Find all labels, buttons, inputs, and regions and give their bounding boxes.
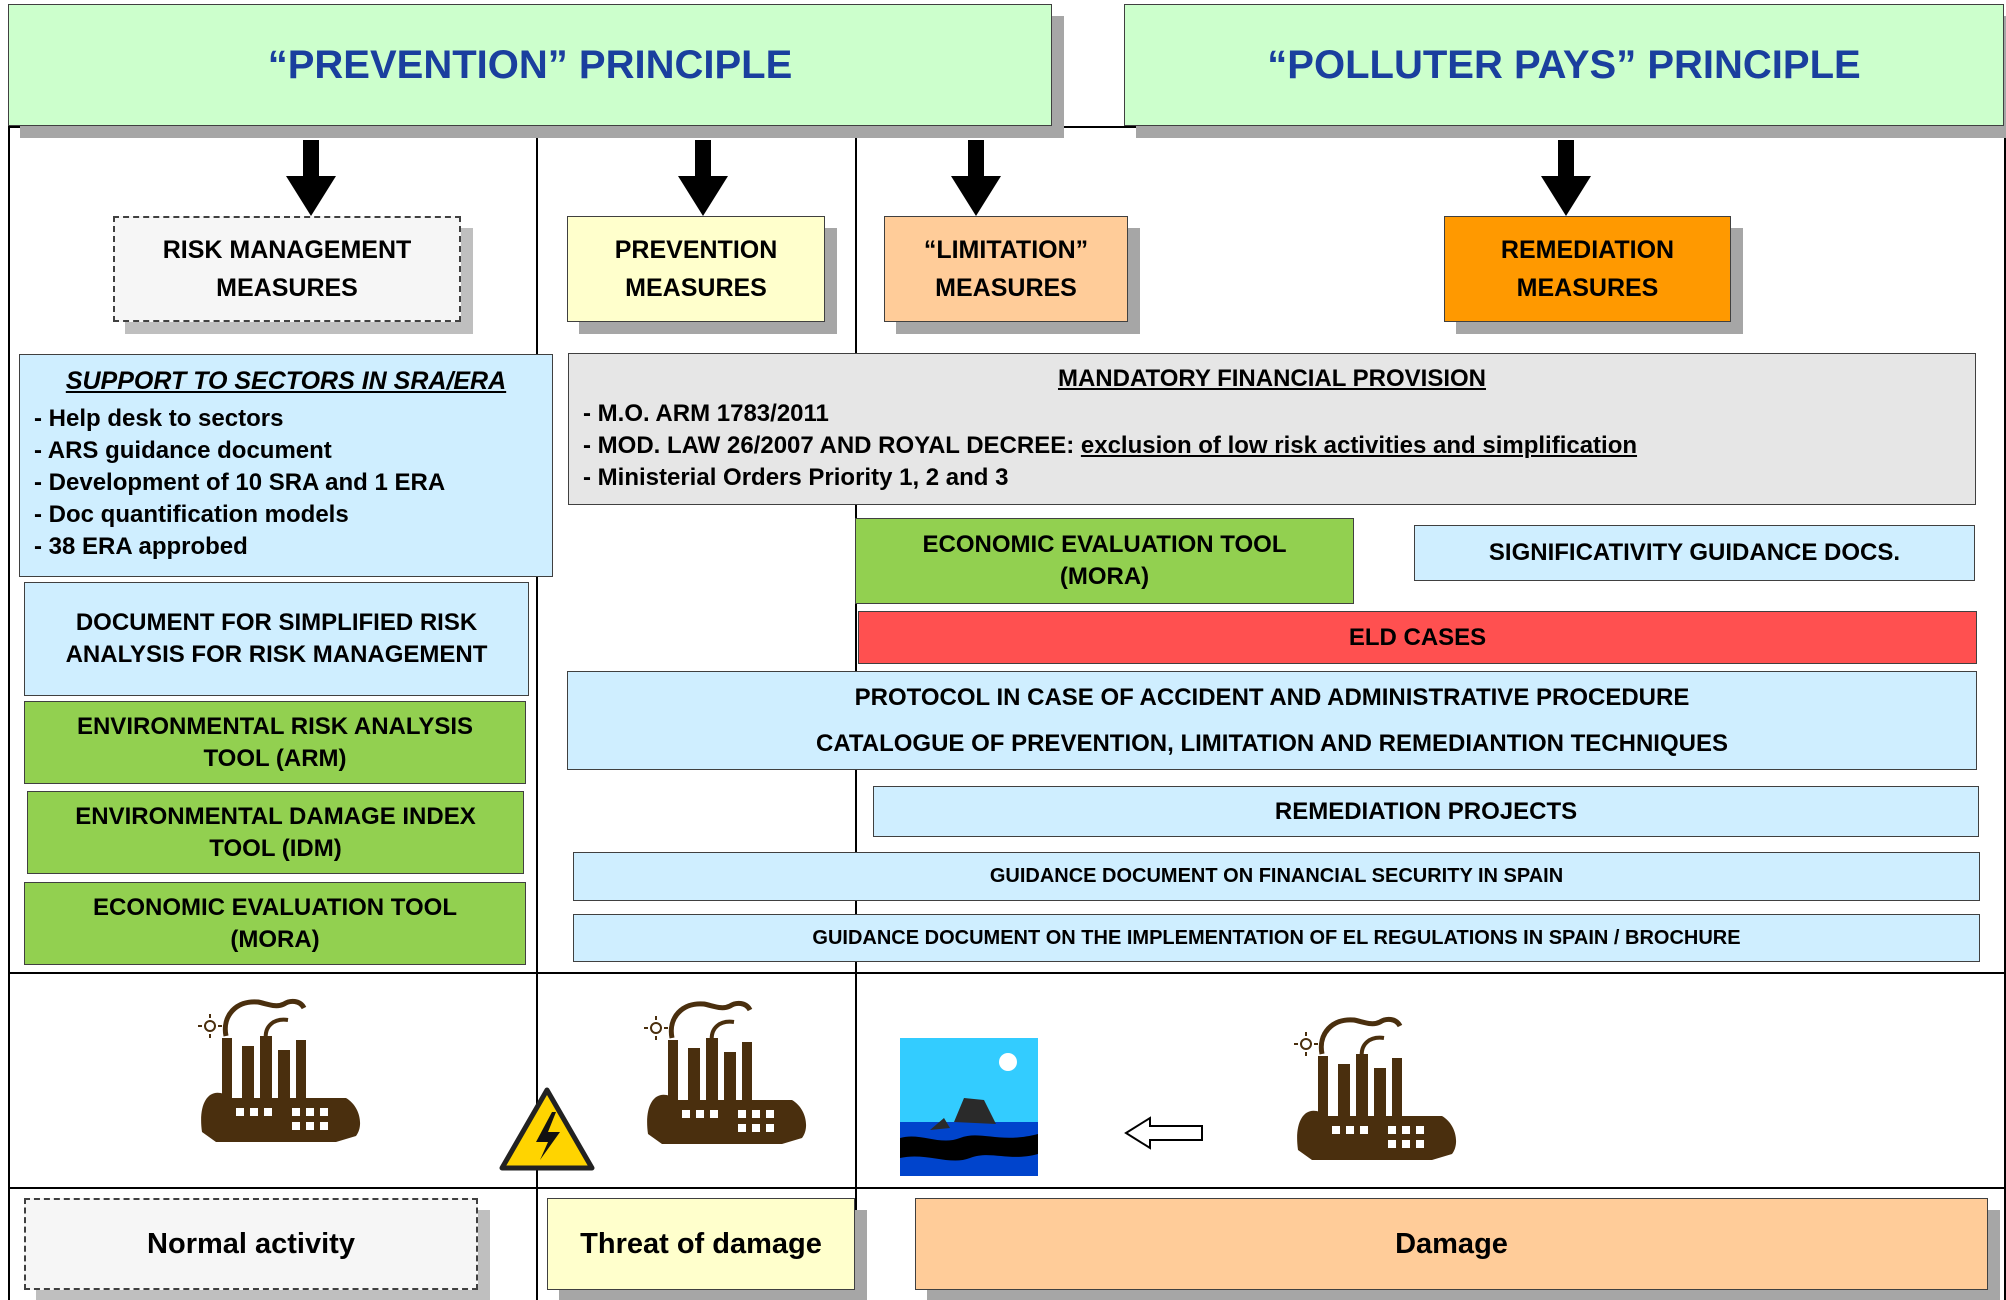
guidance-el-regulations-label: GUIDANCE DOCUMENT ON THE IMPLEMENTATION … xyxy=(812,926,1741,949)
damage-box: Damage xyxy=(915,1198,1988,1290)
left-arrow-icon xyxy=(1124,1116,1203,1150)
eld-cases-box: ELD CASES xyxy=(858,611,1977,664)
remediation-measures-label-1: REMEDIATION xyxy=(1500,236,1675,264)
guidance-el-regulations-box: GUIDANCE DOCUMENT ON THE IMPLEMENTATION … xyxy=(573,914,1980,962)
prevention-principle-title: “PREVENTION” PRINCIPLE xyxy=(267,42,793,87)
right-border xyxy=(2004,126,2006,1300)
down-arrow-icon xyxy=(951,140,1001,216)
protocol-catalogue-box: PROTOCOL IN CASE OF ACCIDENT AND ADMINIS… xyxy=(567,671,1977,770)
prevention-measures-label-2: MEASURES xyxy=(625,274,767,302)
column-divider-1 xyxy=(536,126,538,1300)
down-arrow-icon xyxy=(286,140,336,216)
mandatory-financial-provision-box: MANDATORY FINANCIAL PROVISION - M.O. ARM… xyxy=(568,353,1976,505)
simplified-risk-analysis-box: DOCUMENT FOR SIMPLIFIED RISK ANALYSIS FO… xyxy=(24,582,529,696)
limitation-measures-box: “LIMITATION” MEASURES xyxy=(884,216,1128,322)
mora-tool-right-box: ECONOMIC EVALUATION TOOL (MORA) xyxy=(855,518,1354,604)
factory-icon xyxy=(644,1000,807,1144)
financial-item-3: - Ministerial Orders Priority 1, 2 and 3 xyxy=(583,464,1009,491)
support-item: - 38 ERA approbed xyxy=(34,533,248,560)
support-item: - Doc quantification models xyxy=(34,501,349,528)
support-item: - Help desk to sectors xyxy=(34,405,284,432)
stage-divider-top xyxy=(8,972,2006,974)
high-voltage-warning-icon xyxy=(499,1087,595,1171)
catalogue-label: CATALOGUE OF PREVENTION, LIMITATION AND … xyxy=(816,729,1728,757)
stage-divider-bottom xyxy=(8,1187,2006,1189)
arm-tool-label: ENVIRONMENTAL RISK ANALYSIS TOOL (ARM) xyxy=(76,712,474,772)
down-arrow-icon xyxy=(678,140,728,216)
left-border xyxy=(8,126,10,1300)
top-border xyxy=(8,126,2006,128)
oil-spill-icon xyxy=(900,1038,1038,1176)
polluter-pays-principle-header: “POLLUTER PAYS” PRINCIPLE xyxy=(1124,4,2004,126)
financial-provision-title: MANDATORY FINANCIAL PROVISION xyxy=(1057,365,1487,392)
protocol-label: PROTOCOL IN CASE OF ACCIDENT AND ADMINIS… xyxy=(854,683,1690,711)
down-arrow-icon xyxy=(1541,140,1591,216)
mora-tool-left-box: ECONOMIC EVALUATION TOOL (MORA) xyxy=(24,882,526,965)
prevention-measures-box: PREVENTION MEASURES xyxy=(567,216,825,322)
prevention-measures-label-1: PREVENTION xyxy=(614,236,778,264)
normal-activity-box: Normal activity xyxy=(24,1198,478,1290)
support-item: - ARS guidance document xyxy=(34,437,332,464)
polluter-pays-principle-title: “POLLUTER PAYS” PRINCIPLE xyxy=(1267,42,1861,87)
arm-tool-box: ENVIRONMENTAL RISK ANALYSIS TOOL (ARM) xyxy=(24,701,526,784)
remediation-projects-box: REMEDIATION PROJECTS xyxy=(873,786,1979,837)
mora-tool-right-label-1: ECONOMIC EVALUATION TOOL xyxy=(922,531,1287,558)
idm-tool-label: ENVIRONMENTAL DAMAGE INDEX TOOL (IDM) xyxy=(75,802,476,862)
mora-tool-right-label-2: (MORA) xyxy=(1059,563,1150,590)
eld-cases-label: ELD CASES xyxy=(1348,623,1487,651)
risk-management-measures-box: RISK MANAGEMENT MEASURES xyxy=(113,216,461,322)
financial-item-2-underlined: exclusion of low risk activities and sim… xyxy=(1080,432,1638,459)
support-item: - Development of 10 SRA and 1 ERA xyxy=(34,469,446,496)
guidance-financial-security-box: GUIDANCE DOCUMENT ON FINANCIAL SECURITY … xyxy=(573,852,1980,901)
financial-item-2-prefix: - MOD. LAW 26/2007 AND ROYAL DECREE: xyxy=(583,432,1081,459)
prevention-principle-header: “PREVENTION” PRINCIPLE xyxy=(8,4,1052,126)
risk-management-label-2: MEASURES xyxy=(216,274,358,302)
guidance-financial-security-label: GUIDANCE DOCUMENT ON FINANCIAL SECURITY … xyxy=(989,865,1564,887)
significativity-guidance-box: SIGNIFICATIVITY GUIDANCE DOCS. xyxy=(1414,525,1975,581)
mora-tool-left-label: ECONOMIC EVALUATION TOOL (MORA) xyxy=(93,893,457,953)
simplified-risk-analysis-label: DOCUMENT FOR SIMPLIFIED RISK ANALYSIS FO… xyxy=(65,609,488,668)
limitation-measures-label-2: MEASURES xyxy=(935,274,1077,302)
factory-icon xyxy=(1294,1016,1457,1160)
support-to-sectors-box: SUPPORT TO SECTORS IN SRA/ERA - Help des… xyxy=(19,354,553,577)
remediation-measures-box: REMEDIATION MEASURES xyxy=(1444,216,1731,322)
risk-management-label-1: RISK MANAGEMENT xyxy=(162,236,412,264)
factory-icon xyxy=(198,998,361,1142)
threat-of-damage-label: Threat of damage xyxy=(580,1227,822,1260)
normal-activity-label: Normal activity xyxy=(147,1227,355,1260)
limitation-measures-label-1: “LIMITATION” xyxy=(923,236,1089,264)
financial-item-2: - MOD. LAW 26/2007 AND ROYAL DECREE: exc… xyxy=(583,430,1961,462)
financial-item-1: - M.O. ARM 1783/2011 xyxy=(583,400,829,427)
threat-of-damage-box: Threat of damage xyxy=(547,1198,855,1290)
idm-tool-box: ENVIRONMENTAL DAMAGE INDEX TOOL (IDM) xyxy=(27,791,524,874)
remediation-measures-label-2: MEASURES xyxy=(1516,274,1659,302)
significativity-guidance-label: SIGNIFICATIVITY GUIDANCE DOCS. xyxy=(1488,539,1901,566)
damage-label: Damage xyxy=(1395,1227,1508,1260)
support-to-sectors-title: SUPPORT TO SECTORS IN SRA/ERA xyxy=(65,367,507,395)
remediation-projects-label: REMEDIATION PROJECTS xyxy=(1274,797,1578,825)
